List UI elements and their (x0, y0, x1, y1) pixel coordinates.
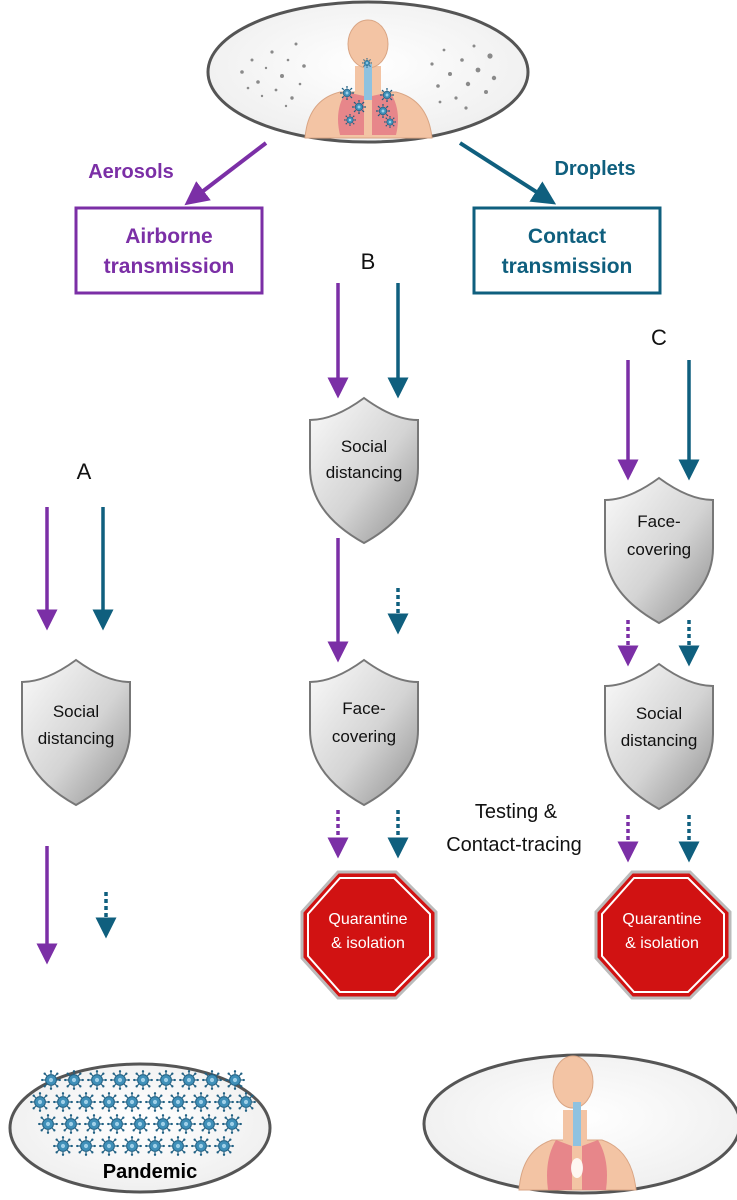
c-stop-quarantine-isolation: Quarantine & isolation (594, 870, 732, 1000)
droplets-arrow (458, 141, 557, 205)
c-shield-face-covering: Face- covering (604, 476, 714, 625)
scenario-c-label: C (651, 325, 667, 350)
aerosols-label: Aerosols (88, 161, 174, 183)
a-shield-line2: distancing (38, 729, 115, 748)
infected-person-figure (304, 19, 433, 139)
b-shield1-line1: Social (341, 437, 387, 456)
c-shield2-line2: distancing (621, 731, 698, 750)
healthy-person-panel (422, 1053, 737, 1195)
contact-box-line1: Contact (528, 225, 606, 248)
scenario-a-label: A (77, 459, 92, 484)
airborne-transmission-box: Airborne transmission (74, 206, 264, 295)
b-stop-quarantine-isolation: Quarantine & isolation (300, 870, 438, 1000)
scenario-b: B Social distancing Face- covering Quara… (300, 249, 438, 1000)
pandemic-label: Pandemic (103, 1161, 197, 1183)
droplets-label: Droplets (554, 158, 635, 180)
c-shield-social-distancing: Social distancing (604, 662, 714, 811)
b-shield-social-distancing: Social distancing (309, 396, 419, 545)
c-stop-line1: Quarantine (622, 911, 701, 928)
testing-line2: Contact-tracing (446, 834, 582, 856)
pandemic-panel: Pandemic (8, 1062, 272, 1194)
airborne-box-line2: transmission (104, 255, 235, 278)
droplet-dots-right (430, 44, 497, 110)
a-shield-line1: Social (53, 702, 99, 721)
scenario-c: C Face- covering Social distancing Quara… (422, 325, 737, 1195)
b-shield-face-covering: Face- covering (309, 658, 419, 807)
healthy-person-figure (518, 1055, 637, 1191)
c-shield2-line1: Social (636, 704, 682, 723)
b-shield2-line1: Face- (342, 699, 385, 718)
c-stop-line2: & isolation (625, 935, 699, 952)
contact-transmission-box: Contact transmission (472, 206, 662, 295)
testing-line1: Testing & (475, 801, 558, 823)
b-stop-line2: & isolation (331, 935, 405, 952)
scenario-a: A Social distancing (8, 459, 272, 1194)
b-stop-line1: Quarantine (328, 911, 407, 928)
b-shield1-line2: distancing (326, 463, 403, 482)
contact-box-line2: transmission (502, 255, 633, 278)
aerosol-dots-left (240, 42, 306, 108)
aerosols-arrow (184, 141, 268, 206)
b-shield2-line2: covering (332, 727, 396, 746)
infected-person-panel (206, 0, 530, 144)
airborne-box-line1: Airborne (125, 225, 213, 248)
scenario-b-label: B (361, 249, 376, 274)
c-shield1-line2: covering (627, 540, 691, 559)
a-shield-social-distancing: Social distancing (21, 658, 131, 807)
c-shield1-line1: Face- (637, 512, 680, 531)
